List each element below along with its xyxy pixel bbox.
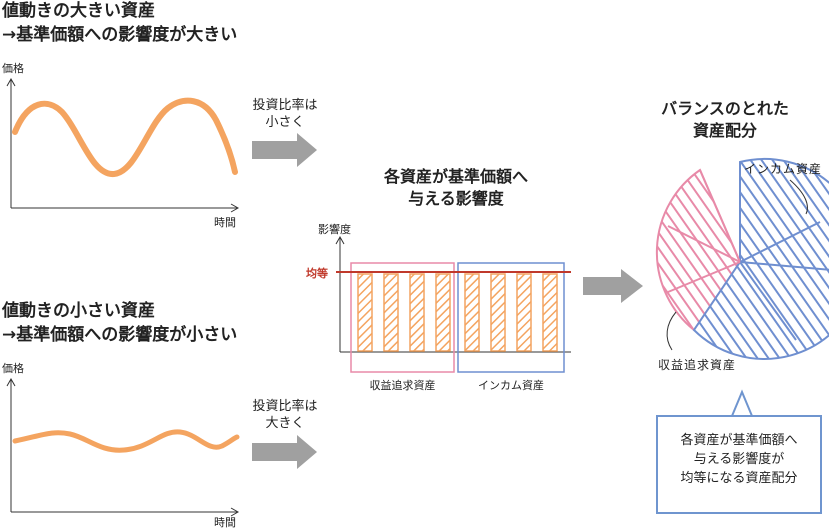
center-title-line2: 与える影響度: [408, 189, 504, 208]
bottom-arrow-label-line1: 投資比率は: [252, 399, 318, 414]
callout-line2: 与える影響度が: [693, 452, 785, 467]
equal-line-label: 均等: [306, 267, 328, 280]
influence-bar-2: [383, 273, 399, 352]
bottom-heading-line1: 値動きの小さい資産: [2, 301, 155, 321]
bottom-stable-wave: [12, 429, 240, 453]
growth-leader-line: [666, 311, 677, 351]
pie-growth-slice: [655, 168, 742, 332]
influence-bar-7: [516, 273, 532, 352]
right-title-line1: バランスのとれた: [661, 99, 789, 118]
influence-y-axis-label: 影響度: [318, 223, 351, 236]
income-assets-group-box: [457, 262, 565, 373]
top-y-axis-label: 価格: [2, 62, 24, 75]
pie-income-label: インカム資産: [744, 162, 823, 176]
income-leader-line: [789, 179, 808, 215]
callout-line3: 均等になる資産配分: [680, 471, 798, 486]
center-title-line1: 各資産が基準価額へ: [383, 167, 528, 186]
allocation-callout: 各資産が基準価額へ 与える影響度が 均等になる資産配分: [656, 415, 822, 514]
top-volatile-wave: [12, 97, 238, 177]
pie-growth-label: 収益追求資産: [658, 358, 737, 372]
right-title-line2: 資産配分: [692, 121, 757, 140]
pie-income-slice: [692, 157, 829, 360]
top-price-chart: [6, 77, 240, 213]
center-gray-arrow: [583, 269, 643, 303]
bottom-x-axis-label: 時間: [214, 516, 236, 529]
influence-bar-5: [464, 273, 480, 352]
bottom-gray-arrow: [252, 435, 317, 469]
influence-bar-8: [542, 273, 558, 352]
growth-group-label: 収益追求資産: [369, 379, 436, 392]
top-arrow-label-line2: 小さく: [265, 115, 305, 130]
bottom-heading-line2: →基準価額への影響度が小さい: [2, 325, 238, 345]
influence-bar-4: [435, 273, 451, 352]
top-heading-line1: 値動きの大きい資産: [2, 1, 155, 21]
callout-line1: 各資産が基準価額へ: [680, 433, 798, 448]
bottom-y-axis-label: 価格: [2, 362, 24, 375]
top-arrow-label-line1: 投資比率は: [252, 98, 318, 113]
influence-bar-1: [357, 273, 373, 352]
callout-pointer: [730, 389, 754, 417]
bottom-arrow-label-line2: 大きく: [265, 416, 305, 431]
influence-bar-3: [409, 273, 425, 352]
top-x-axis-label: 時間: [214, 216, 236, 229]
top-heading-line2: →基準価額への影響度が大きい: [2, 25, 238, 45]
growth-assets-group-box: [350, 262, 455, 373]
income-group-label: インカム資産: [478, 379, 544, 392]
influence-chart: [335, 235, 571, 373]
influence-bar-6: [490, 273, 506, 352]
bottom-price-chart: [6, 377, 240, 517]
top-gray-arrow: [252, 133, 317, 167]
allocation-pie: [655, 157, 829, 360]
